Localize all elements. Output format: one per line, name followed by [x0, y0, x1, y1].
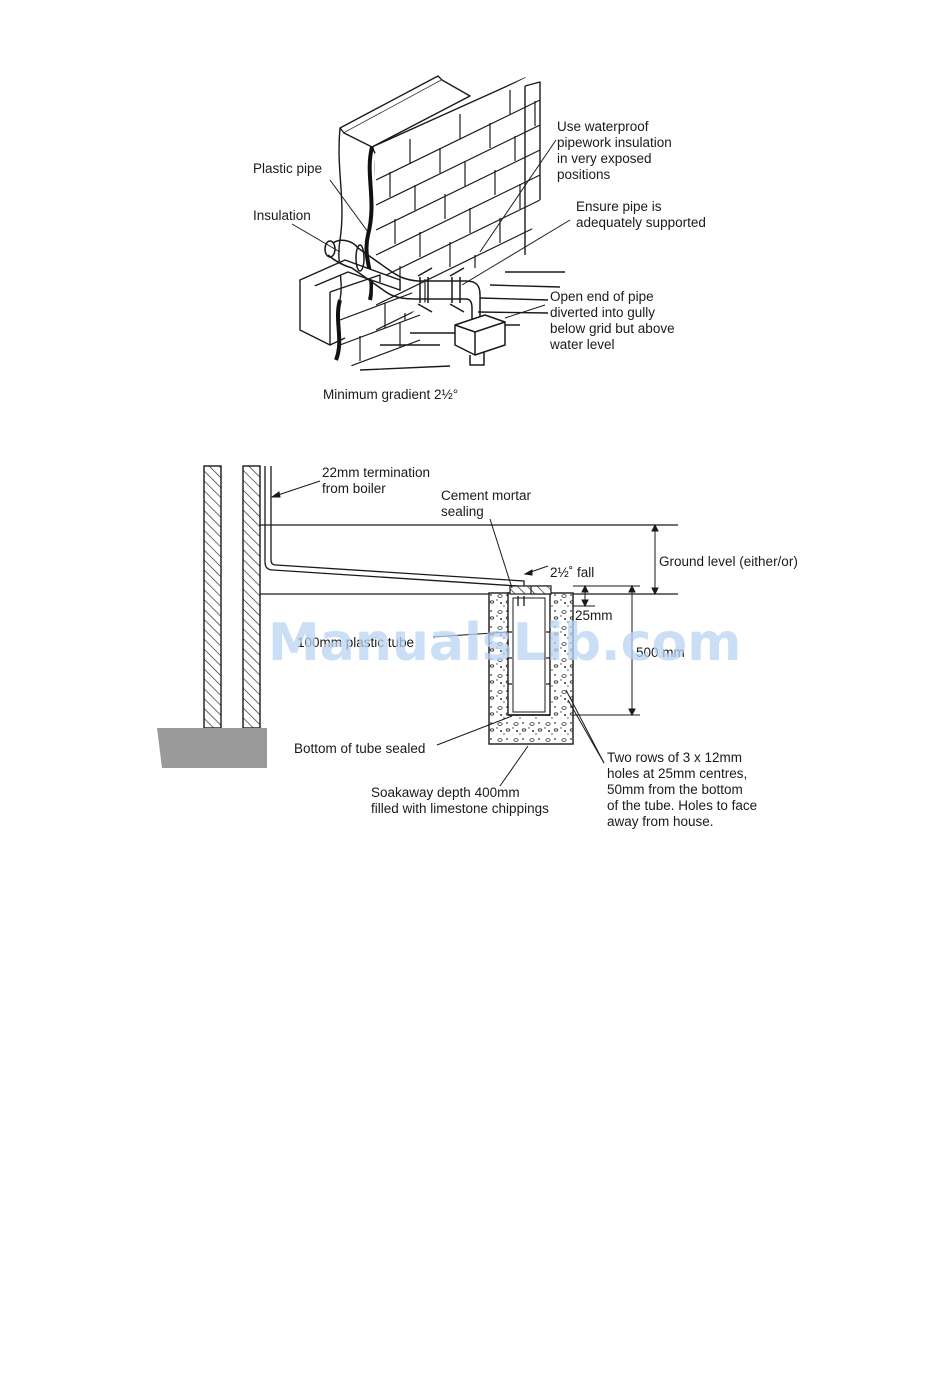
label-soakaway-2: filled with limestone chippings — [371, 801, 549, 816]
label-termination-1: 22mm termination — [322, 465, 430, 480]
wall-inner-leaf — [242, 465, 261, 729]
figure-1-labels: Plastic pipe Insulation Use waterproof p… — [253, 119, 706, 402]
label-open-end-4: water level — [549, 337, 615, 352]
figure-1-wall-drawing — [299, 75, 565, 371]
figure-2-leader-lines — [270, 480, 605, 787]
figure-2-labels: 22mm termination from boiler Cement mort… — [294, 465, 798, 829]
label-plastic-tube: 100mm plastic tube — [297, 635, 414, 650]
label-insulation: Insulation — [253, 208, 311, 223]
label-waterproof-4: positions — [557, 167, 611, 182]
label-supported-1: Ensure pipe is — [576, 199, 662, 214]
figure-2-section-drawing — [157, 465, 678, 768]
label-holes-5: away from house. — [607, 814, 714, 829]
foundation — [157, 728, 267, 768]
label-holes-2: holes at 25mm centres, — [607, 766, 747, 781]
label-cement-2: sealing — [441, 504, 484, 519]
figure-2-dimensions — [573, 523, 659, 717]
label-holes-4: of the tube. Holes to face — [607, 798, 757, 813]
wall-outer-leaf — [203, 465, 222, 729]
label-holes-1: Two rows of 3 x 12mm — [607, 750, 742, 765]
label-open-end-3: below grid but above — [550, 321, 675, 336]
label-termination-2: from boiler — [322, 481, 386, 496]
label-bottom-sealed: Bottom of tube sealed — [294, 741, 425, 756]
label-waterproof-2: pipework insulation — [557, 135, 672, 150]
label-fall: 2½˚ fall — [550, 565, 594, 580]
label-cement-1: Cement mortar — [441, 488, 532, 503]
label-ground-level: Ground level (either/or) — [659, 554, 798, 569]
label-holes-3: 50mm from the bottom — [607, 782, 743, 797]
label-open-end-2: diverted into gully — [550, 305, 655, 320]
label-plastic-pipe: Plastic pipe — [253, 161, 322, 176]
label-waterproof-1: Use waterproof — [557, 119, 649, 134]
label-gradient: Minimum gradient 2½° — [323, 387, 458, 402]
label-waterproof-3: in very exposed — [557, 151, 652, 166]
watermark: ManualsLib.com — [268, 613, 741, 673]
label-open-end-1: Open end of pipe — [550, 289, 654, 304]
label-25mm: 25mm — [575, 608, 613, 623]
label-soakaway-1: Soakaway depth 400mm — [371, 785, 520, 800]
figure-1-leader-lines — [291, 139, 571, 319]
label-supported-2: adequately supported — [576, 215, 706, 230]
label-depth: 500 mm — [636, 645, 685, 660]
